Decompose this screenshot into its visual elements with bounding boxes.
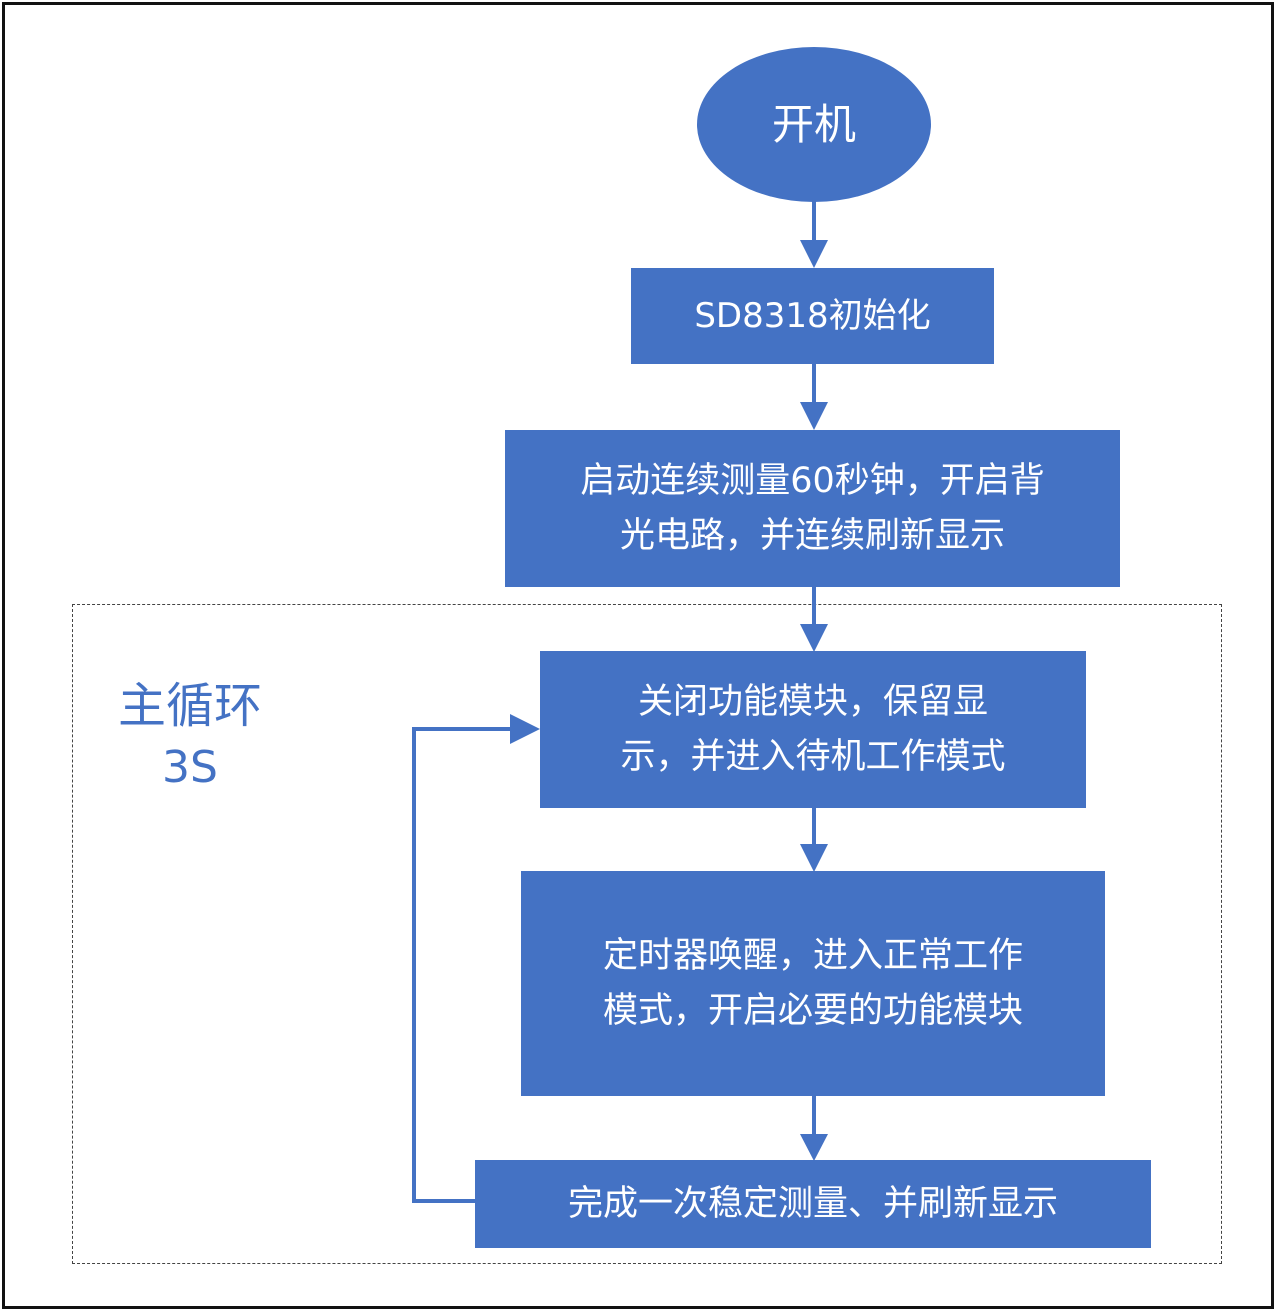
measure-label-line1: 启动连续测量60秒钟，开启背	[580, 461, 1045, 502]
wake-step: 定时器唤醒，进入正常工作 模式，开启必要的功能模块	[521, 871, 1105, 1096]
arrowhead-loop-back	[510, 714, 540, 744]
standby-step: 关闭功能模块，保留显 示，并进入待机工作模式	[540, 651, 1086, 808]
arrowhead-measure	[800, 402, 828, 430]
arrowhead-init	[800, 240, 828, 268]
init-step: SD8318初始化	[631, 268, 994, 364]
main-loop-region	[72, 604, 1222, 1264]
complete-step: 完成一次稳定测量、并刷新显示	[475, 1160, 1151, 1248]
main-loop-label: 主循环	[117, 678, 262, 734]
standby-label-line2: 示，并进入待机工作模式	[620, 736, 1006, 777]
wake-label-line1: 定时器唤醒，进入正常工作	[602, 936, 1023, 977]
arrowhead-wake	[800, 844, 828, 872]
standby-label-line1: 关闭功能模块，保留显	[637, 682, 988, 723]
measure-label-line2: 光电路，并连续刷新显示	[619, 515, 1005, 556]
start-label: 开机	[771, 99, 856, 149]
complete-label: 完成一次稳定测量、并刷新显示	[567, 1183, 1058, 1224]
measure-step: 启动连续测量60秒钟，开启背 光电路，并连续刷新显示	[505, 430, 1120, 587]
loop-period-label: 3S	[162, 742, 218, 793]
start-node: 开机	[697, 47, 931, 202]
arrowhead-standby	[800, 624, 828, 652]
loop-back-arrow	[412, 727, 512, 1203]
wake-label-line2: 模式，开启必要的功能模块	[602, 990, 1023, 1031]
arrowhead-complete	[800, 1134, 828, 1161]
init-label: SD8318初始化	[694, 295, 931, 336]
